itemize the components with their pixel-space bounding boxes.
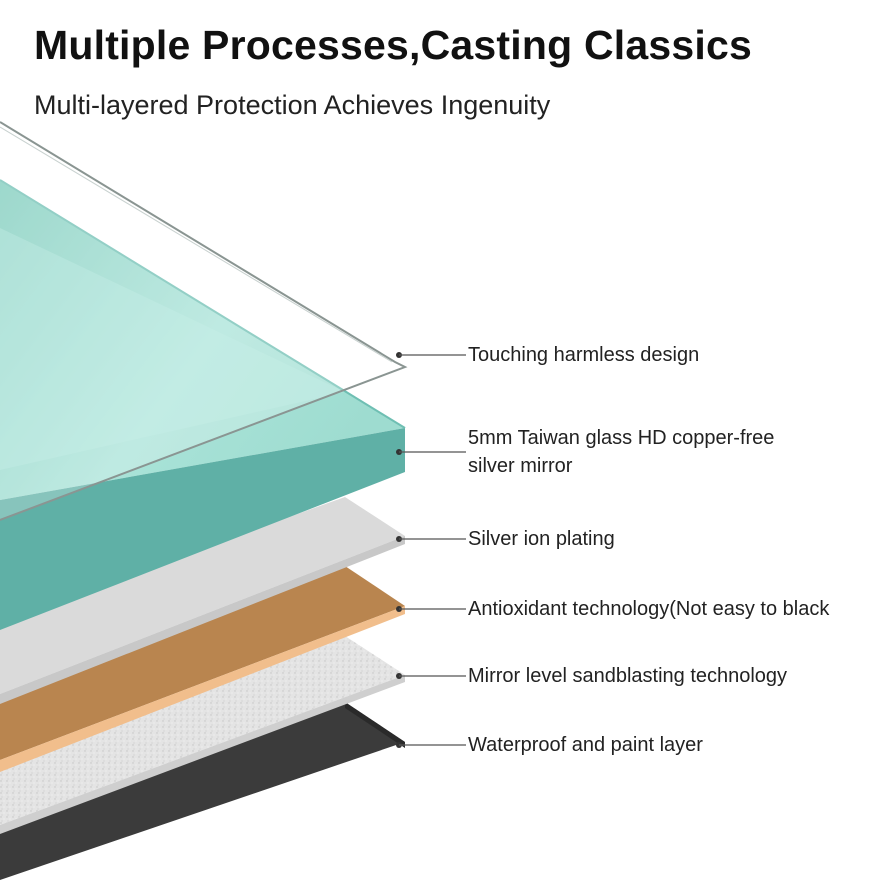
- layer-label-paint-line1: Waterproof and paint layer: [468, 734, 703, 756]
- layer-label-silver: Silver ion plating: [468, 525, 615, 553]
- layer-label-glass-line2: silver mirror: [468, 455, 573, 477]
- layer-label-glass: 5mm Taiwan glass HD copper-free silver m…: [468, 424, 774, 480]
- film-layer: [0, 121, 408, 521]
- layer-label-film-line1: Touching harmless design: [468, 344, 700, 366]
- leader-film: [396, 352, 466, 358]
- page-title: Multiple Processes,Casting Classics: [34, 22, 752, 68]
- layer-label-film: Touching harmless design: [468, 341, 699, 369]
- leader-lines: [396, 352, 466, 748]
- sandblast-layer: [0, 636, 405, 834]
- layer-label-sandblast: Mirror level sandblasting technology: [468, 662, 787, 690]
- page-subtitle: Multi-layered Protection Achieves Ingenu…: [34, 90, 551, 120]
- paint-layer: [0, 702, 405, 880]
- leader-sandblast: [396, 673, 466, 679]
- leader-glass: [396, 449, 466, 455]
- leader-silver: [396, 536, 466, 542]
- leader-copper: [396, 606, 466, 612]
- glass-layer: [0, 179, 406, 630]
- layer-label-copper-line1: Antioxidant technology(Not easy to black: [468, 598, 830, 620]
- silver-layer: [0, 497, 405, 704]
- layer-label-paint: Waterproof and paint layer: [468, 731, 703, 759]
- layer-label-glass-line1: 5mm Taiwan glass HD copper-free: [468, 427, 775, 449]
- layer-label-silver-line1: Silver ion plating: [468, 528, 615, 550]
- copper-layer: [0, 566, 405, 772]
- leader-paint: [396, 742, 466, 748]
- layer-label-copper: Antioxidant technology(Not easy to black: [468, 595, 880, 623]
- layer-label-sandblast-line1: Mirror level sandblasting technology: [468, 665, 788, 687]
